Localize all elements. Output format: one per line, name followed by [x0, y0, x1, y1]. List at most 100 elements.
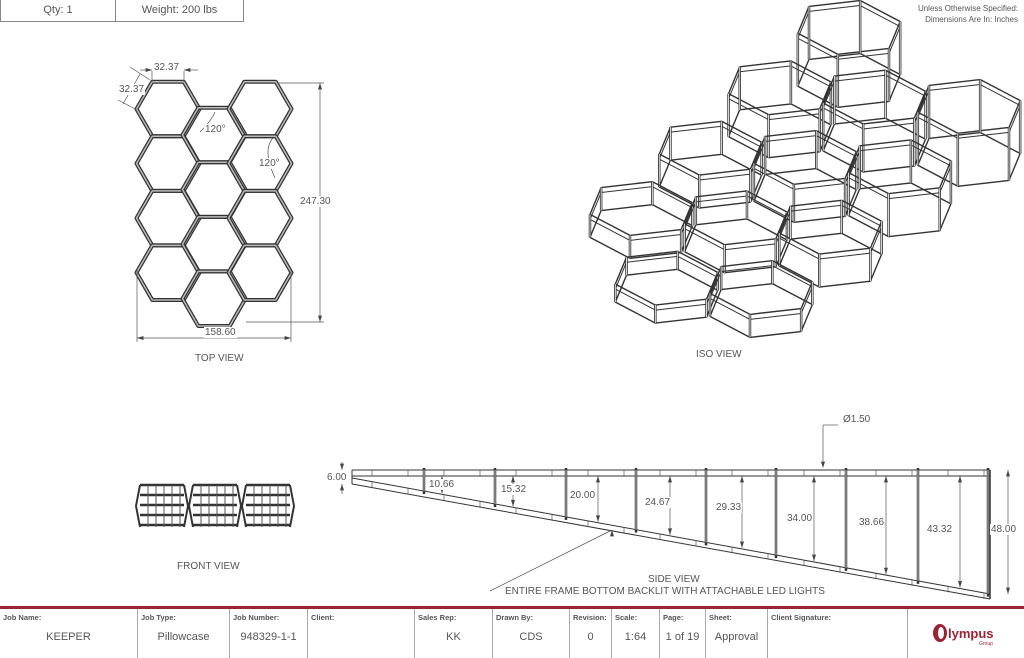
top-view-hex-inner: [227, 244, 293, 301]
arrowhead: [340, 463, 344, 470]
units-note-2: Dimensions Are In: Inches: [925, 15, 1018, 24]
arrowhead: [668, 476, 672, 483]
job-type-value: Pillowcase: [157, 631, 210, 643]
arrowhead: [668, 528, 672, 535]
sheet-value: Approval: [714, 631, 759, 643]
front-hex-side: [241, 484, 247, 528]
page-label: Page:: [663, 613, 684, 622]
side-edge-dim: 32.37: [118, 84, 146, 95]
svg-text:lympus: lympus: [948, 626, 994, 641]
height-dim-6: 34.00: [786, 513, 814, 524]
height-dim-9: 48.00: [990, 524, 1018, 535]
height-dim-0: 6.00: [326, 472, 348, 483]
sheet-label: Sheet:: [709, 613, 732, 622]
side-view-note: ENTIRE FRAME BOTTOM BACKLIT WITH ATTACHA…: [505, 586, 825, 597]
arrowhead: [137, 336, 144, 340]
arrowhead: [884, 476, 888, 483]
scale-cell: Scale: 1:64: [612, 609, 660, 658]
height-dim-7: 38.66: [858, 517, 886, 528]
drawn-by-value: CDS: [519, 631, 543, 643]
side-bottom-rail: [351, 483, 991, 600]
revision-value: 0: [587, 631, 594, 643]
weight-field: Weight: 200 lbs: [115, 0, 244, 22]
scale-value: 1:64: [624, 631, 647, 643]
angle-arc: [267, 137, 276, 179]
arrowhead: [340, 484, 344, 491]
iso-hex-bottom: [709, 282, 814, 339]
arrowhead: [511, 476, 515, 483]
job-name-cell: Job Name: KEEPER: [0, 609, 138, 658]
sales-rep-label: Sales Rep:: [418, 613, 457, 622]
front-view-label: FRONT VIEW: [177, 561, 240, 572]
job-type-label: Job Type:: [141, 613, 176, 622]
top-view-hex: [226, 188, 294, 248]
client-cell: Client:: [308, 609, 415, 658]
job-name-value: KEEPER: [46, 631, 91, 643]
angle-dim-2: 120°: [258, 158, 281, 169]
job-number-value: 948329-1-1: [240, 631, 297, 643]
arrowhead: [145, 68, 152, 72]
arrowhead: [812, 476, 816, 483]
iso-hex-bottom: [589, 203, 694, 260]
sales-rep-cell: Sales Rep: KK: [415, 609, 493, 658]
sheet-cell: Sheet: Approval: [706, 609, 768, 658]
arrowhead: [1006, 587, 1010, 594]
ext-line: [129, 66, 151, 81]
front-hex-side: [236, 484, 242, 528]
height-dim-1: 10.66: [428, 479, 456, 490]
top-view-hex: [226, 243, 294, 302]
arrowhead: [284, 336, 291, 340]
height-dim-4: 24.67: [644, 497, 672, 508]
top-view-hex: [134, 79, 202, 139]
client-signature-label: Client Signature:: [771, 613, 832, 622]
drawn-by-cell: Drawn By:CDS: [493, 609, 570, 658]
arrowhead: [511, 499, 515, 507]
angle-dim-1: 120°: [204, 124, 227, 135]
arrowhead: [958, 581, 962, 588]
units-note-1: Unless Otherwise Specified:: [917, 4, 1018, 13]
arrowhead: [318, 315, 322, 322]
top-view-hex: [180, 269, 248, 328]
arrowhead: [596, 476, 600, 483]
sales-rep-value: KK: [446, 631, 461, 643]
overall-height-dim: 247.30: [299, 196, 332, 207]
arrowhead: [318, 83, 322, 90]
iso-hex-bottom: [614, 268, 719, 324]
arrowhead: [884, 567, 888, 575]
side-bottom-rail: [351, 477, 991, 595]
angle-arc: [199, 111, 216, 133]
job-number-cell: Job Number: 948329-1-1: [230, 609, 308, 658]
arrowhead: [596, 515, 600, 522]
top-edge-dim: 32.37: [153, 62, 181, 73]
front-hex-side: [289, 484, 295, 528]
arrowhead: [958, 476, 962, 483]
arrowhead: [740, 541, 744, 548]
top-view-hex: [226, 79, 294, 139]
qty-field: Qty: 1: [0, 0, 116, 22]
overall-width-dim: 158.60: [204, 327, 237, 338]
height-dim-2: 15.32: [500, 484, 528, 495]
svg-text:Group: Group: [979, 641, 993, 647]
title-block: Job Name: KEEPER Job Type: Pillowcase Job …: [0, 606, 1024, 658]
job-type-cell: Job Type: Pillowcase: [138, 609, 230, 658]
scale-label: Scale:: [615, 613, 638, 622]
height-dim-5: 29.33: [715, 502, 743, 513]
height-dim-3: 20.00: [569, 490, 597, 501]
revision-cell: Revision: 0: [570, 609, 612, 658]
client-signature-cell: Client Signature:: [768, 609, 908, 658]
front-hex-side: [183, 484, 189, 528]
ext-line: [117, 99, 138, 111]
arrowhead: [740, 476, 744, 483]
front-hex-side: [188, 484, 194, 528]
iso-hex-bottom: [847, 182, 952, 238]
arrowhead: [821, 461, 825, 468]
diameter-dim: Ø1.50: [842, 414, 872, 425]
arrowhead: [184, 68, 191, 72]
olympus-logo: lympus Group: [908, 609, 1024, 658]
revision-label: Revision:: [573, 613, 607, 622]
arrowhead: [1006, 470, 1010, 477]
job-number-label: Job Number:: [233, 613, 280, 622]
arrowhead: [812, 554, 816, 561]
job-name-label: Job Name:: [3, 613, 42, 622]
arrowhead: [610, 530, 614, 537]
